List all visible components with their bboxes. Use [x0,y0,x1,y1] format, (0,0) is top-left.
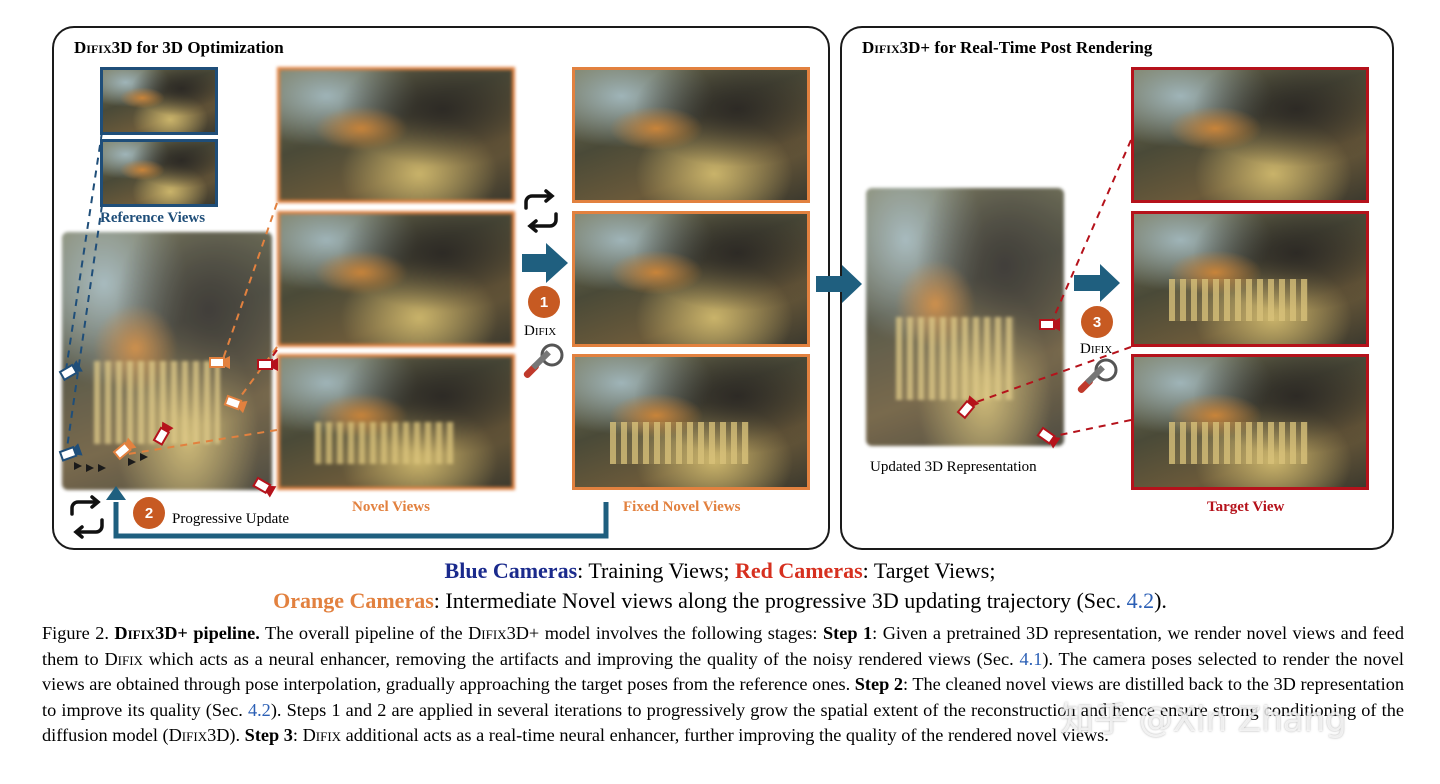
zhihu-watermark: 知乎 @Xin Zhang [1060,700,1347,740]
legend-orange-end: ). [1154,588,1167,613]
caption-difix: Difix [468,623,507,643]
target-dashed-lines [265,139,1132,438]
target-view-2 [1131,211,1369,347]
left-panel-title: Difix3D for 3D Optimization [74,38,284,58]
title-difix: Difix [74,38,112,57]
noisy-3d-representation [62,232,272,490]
legend-orange-desc: : Intermediate Novel views along the pro… [433,588,1127,613]
fixed-novel-view-3 [572,354,810,490]
difix-label-right: Difix [1080,341,1113,357]
title-difix: Difix [862,38,900,57]
reference-views-label: Reference Views [100,210,206,226]
caption-section-ref-2[interactable]: 4.2 [247,699,271,720]
title-rest: 3D+ for Real-Time Post Rendering [899,38,1153,57]
caption-section-ref-1[interactable]: 4.1 [1019,648,1043,669]
caption-difix: Difix [104,648,143,669]
caption-text: ). Steps 1 and 2 are applied in several … [42,699,1404,746]
legend-blue-desc: : Training Views; [577,558,735,583]
novel-view-1 [277,67,515,203]
caption-text: ). The camera poses selected to render t… [42,648,1404,695]
figure-label: Figure 2. [42,623,115,643]
caption-title-rest: 3D+ pipeline. [155,623,260,643]
target-view-1 [1131,67,1369,203]
step-1-badge: 1 [528,286,560,318]
caption-title: Difix3D+ pipeline. [114,623,259,643]
fixed-novel-view-2 [572,211,810,347]
wrench-icon-right [1077,358,1118,393]
right-panel-title: Difix3D+ for Real-Time Post Rendering [862,38,1152,58]
caption-step-3: Step 3 [244,725,293,745]
caption-difix: Difix [302,725,342,745]
refresh-cycle-icon [524,189,558,233]
reference-dashed-lines [65,131,103,456]
legend-section-ref[interactable]: 4.2 [1126,588,1155,613]
progressive-update-label: Progressive Update [172,511,290,527]
updated-3d-label: Updated 3D Representation [870,459,1037,475]
title-rest: 3D for 3D Optimization [111,38,284,57]
novel-views-label: Novel Views [352,499,430,515]
caption-step-1: Step 1 [822,623,873,643]
reference-view-1 [100,67,218,135]
caption-title-sc: Difix [114,623,156,643]
legend-red-desc: : Target Views; [862,558,996,583]
panel-transition-arrow [816,265,862,303]
forward-arrow-left [522,243,568,283]
caption-text: : The cleaned novel views are distilled … [42,674,1404,720]
figure-caption: Figure 2. Difix3D+ pipeline. The overall… [42,621,1404,749]
caption-text: The overall pipeline of the [259,623,469,643]
fixed-novel-views-label: Fixed Novel Views [623,499,741,515]
caption-difix: Difix [168,725,208,745]
legend-line-2: Orange Cameras: Intermediate Novel views… [0,588,1440,614]
caption-text: : Given a pretrained 3D representation, … [42,623,1405,669]
orange-cameras [112,356,248,461]
legend-blue-term: Blue Cameras [444,558,578,583]
caption-text: 3D). [207,725,245,745]
wrench-icon-left [523,343,564,378]
progressive-arrow-head [106,486,126,500]
caption-text: additional acts as a real-time neural en… [341,725,1109,745]
legend-orange-term: Orange Cameras [273,588,434,613]
progressive-update-arrow [113,502,609,539]
legend-line-1: Blue Cameras: Training Views; Red Camera… [0,558,1440,584]
target-view-label: Target View [1207,499,1285,515]
novel-view-3 [277,354,515,490]
target-view-3 [1131,354,1369,490]
blue-cameras [58,360,83,462]
diagram-overlay [58,131,1132,539]
legend-red-term: Red Cameras [734,558,863,583]
difix-label-left: Difix [524,323,557,339]
novel-view-2 [277,211,515,347]
caption-text: 3D+ model involves the following stages: [506,623,823,643]
caption-text: : [292,725,303,745]
caption-step-2: Step 2 [854,674,904,694]
fixed-novel-view-1 [572,67,810,203]
step-3-badge: 3 [1081,306,1113,338]
caption-text: which acts as a neural enhancer, removin… [142,648,1020,669]
progressive-cycle-icon [70,495,104,539]
forward-arrow-right [1074,264,1120,302]
reference-view-2 [100,139,218,207]
red-cameras [152,318,1061,498]
novel-dashed-lines [121,202,278,456]
camera-trajectory [74,453,148,472]
step-2-badge: 2 [133,497,165,529]
